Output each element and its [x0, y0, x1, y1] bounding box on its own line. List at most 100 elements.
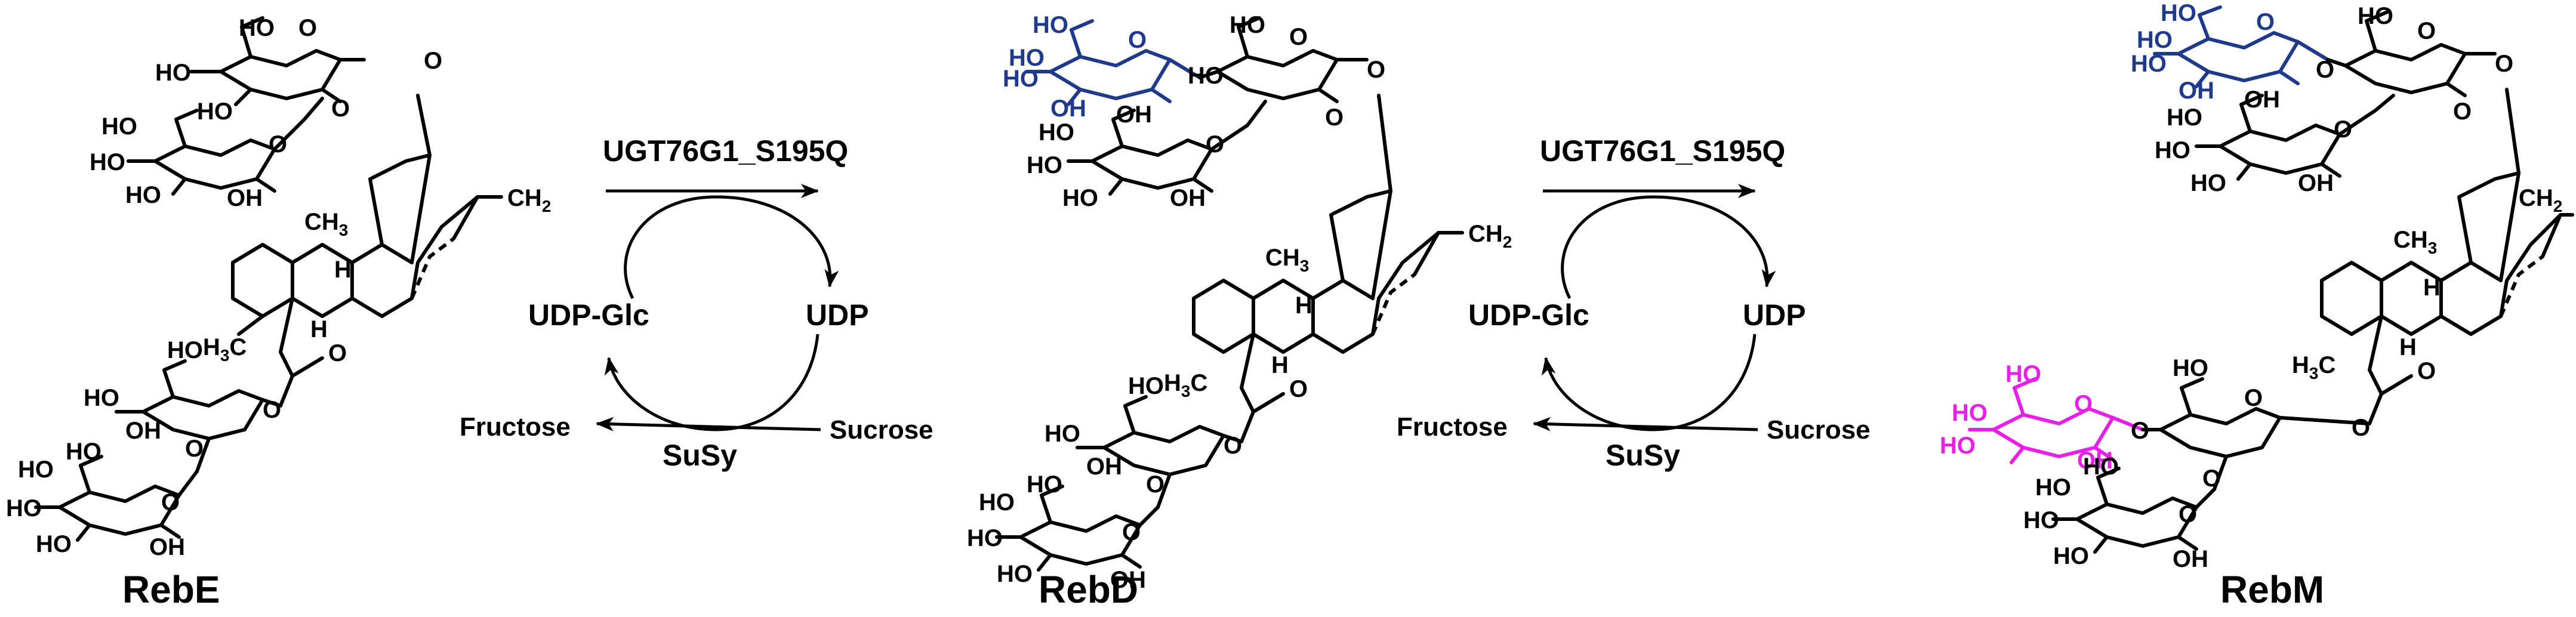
rebm-ho-3: HO	[2155, 137, 2190, 163]
cofactor-2-arrow	[1561, 195, 1776, 300]
rebm-ho-1: HO	[2358, 3, 2393, 29]
rebe-oh-1: OH	[227, 185, 263, 211]
rebm-ch3: CH3	[2393, 227, 2437, 257]
rebd-ch3: CH3	[1265, 245, 1309, 275]
rebd-ho-7: HO	[1044, 421, 1080, 447]
rebd-oh-2: OH	[1170, 185, 1206, 211]
susy-1-label: SuSy	[663, 439, 737, 472]
rebm-ch2: CH2	[2519, 185, 2562, 215]
rebm-oh-pink: OH	[2077, 448, 2113, 474]
rebm-ho-pink-3: HO	[1940, 433, 1976, 459]
rebd-o-8: O	[1122, 519, 1141, 545]
rebd-o-5: O	[1289, 376, 1308, 402]
rebe-ho-2: HO	[155, 60, 191, 86]
rebe-o-6: O	[263, 397, 281, 423]
rebm-ho-9: HO	[2053, 543, 2089, 569]
rebm-o-4: O	[2453, 98, 2472, 125]
rebe-ho-8: HO	[84, 385, 119, 411]
regen-1-arrow	[604, 334, 819, 431]
rebd-ho-blue-3: HO	[1003, 66, 1039, 92]
rebd-ho-3: HO	[1039, 119, 1074, 146]
rebe-ho-3: HO	[197, 98, 233, 125]
rebe-ho-4: HO	[101, 113, 137, 140]
rebd-ho-11: HO	[997, 561, 1033, 587]
sucrose-2-label: Sucrose	[1767, 415, 1871, 445]
rebd-o-6: O	[1224, 433, 1242, 459]
rebm-structure: HO HO HO OH O HO O O O O OH HO O HO HO O…	[1940, 0, 2574, 572]
rebd-ho-blue-2: HO	[1009, 45, 1044, 71]
rebm-o-3: O	[2316, 57, 2334, 83]
rebe-ho-9: HO	[66, 439, 101, 465]
rebm-oh-2: OH	[2298, 170, 2334, 196]
rebe-ho-11: HO	[6, 495, 42, 522]
rebd-oh-3: OH	[1086, 454, 1122, 480]
rebm-o-1: O	[2417, 18, 2436, 44]
rebd-oh-4: OH	[1110, 567, 1146, 593]
rebe-ho-1: HO	[239, 15, 275, 41]
rebe-label: RebE	[122, 568, 220, 611]
rebm-oh-1: OH	[2244, 87, 2280, 113]
rebm-ho-2: HO	[2167, 104, 2202, 131]
rebd-oh-1: OH	[1116, 101, 1152, 128]
rebd-o-1: O	[1289, 24, 1308, 50]
rebm-ho-4: HO	[2190, 170, 2226, 196]
rebm-ho-pink-1: HO	[2005, 361, 2041, 387]
rebe-o-1: O	[298, 15, 317, 41]
rebd-o-2: O	[1367, 57, 1385, 83]
rebd-h3c: H3C	[1164, 370, 1207, 400]
enzyme-1-label: UGT76G1_S195Q	[603, 134, 848, 168]
rebd-ch2: CH2	[1468, 221, 1512, 251]
rebd-o-4: O	[1206, 131, 1224, 158]
donor-2-label: UDP-Glc	[1468, 298, 1589, 332]
rebm-o-5: O	[2334, 116, 2352, 143]
susy-2-label: SuSy	[1606, 439, 1680, 472]
rebd-ho-8: HO	[1027, 471, 1062, 498]
sucrose-1-label: Sucrose	[830, 415, 933, 445]
rebm-ho-8: HO	[2023, 507, 2059, 533]
rebd-o-blue: O	[1128, 27, 1147, 53]
rebe-ho-12: HO	[36, 531, 72, 557]
rebd-ho-4: HO	[1027, 152, 1062, 178]
reaction-1: UGT76G1_S195Q UDP-Glc UDP Sucrose Fructo…	[460, 134, 933, 472]
rebd-oh-blue: OH	[1050, 95, 1086, 122]
rebd-h-2: H	[1271, 352, 1289, 378]
rebd-ho-9: HO	[979, 489, 1015, 516]
rebm-ho-blue-2: HO	[2137, 27, 2173, 53]
rebe-ho-5: HO	[90, 149, 125, 175]
enzyme-2-label: UGT76G1_S195Q	[1540, 134, 1785, 168]
rebm-h-1: H	[2423, 274, 2441, 301]
rebe-ho-10: HO	[18, 456, 54, 483]
rebe-o-7: O	[185, 436, 204, 462]
rebe-h-1: H	[334, 257, 352, 283]
rebd-ho-2: HO	[1188, 63, 1224, 89]
rebd-label: RebD	[1039, 568, 1138, 611]
rebe-o-2: O	[424, 48, 442, 74]
fructose-2-label: Fructose	[1397, 412, 1508, 442]
rebe-o-8: O	[161, 489, 180, 516]
rebd-o-7: O	[1146, 471, 1164, 498]
rebe-o-5: O	[328, 340, 347, 366]
rebm-o-8: O	[2244, 385, 2263, 411]
rebm-o-10: O	[2202, 465, 2221, 492]
rebe-h-2: H	[310, 316, 328, 343]
rebm-oh-blue: OH	[2178, 78, 2214, 104]
rebe-oh-3: OH	[149, 534, 185, 560]
rebm-ho-blue-1: HO	[2161, 0, 2196, 26]
rebe-o-3: O	[331, 95, 350, 122]
rebm-o-6: O	[2417, 358, 2436, 384]
rebm-label: RebM	[2220, 568, 2324, 611]
rebd-h-1: H	[1295, 292, 1312, 319]
rebm-o-11: O	[2178, 501, 2197, 527]
rebd-ho-blue-1: HO	[1033, 12, 1068, 38]
susy-2-arrow	[1533, 417, 1758, 431]
rebd-ho-5: HO	[1062, 185, 1098, 211]
rebd-o-3: O	[1325, 104, 1344, 131]
rebd-ho-10: HO	[967, 525, 1003, 551]
rebm-ho-5: HO	[2173, 355, 2208, 381]
rebm-o-7: O	[2131, 418, 2149, 444]
rebm-o-pink: O	[2074, 391, 2093, 417]
rebm-ho-6: HO	[2083, 454, 2119, 480]
rebd-ho-1: HO	[1230, 12, 1265, 38]
donor-1-label: UDP-Glc	[528, 298, 649, 332]
